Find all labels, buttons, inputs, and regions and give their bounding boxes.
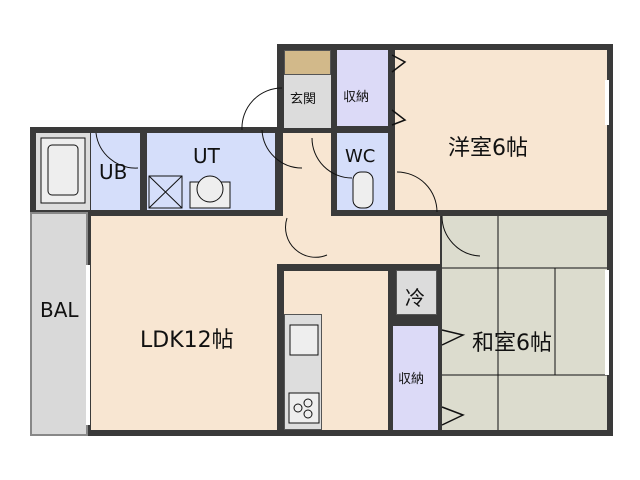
hallway [283,133,331,218]
label-fridge: 冷 [405,286,425,310]
label-storage-lower: 収納 [398,372,425,387]
ub-room [91,133,140,210]
label-entrance: 玄関 [290,92,317,107]
label-ut: UT [193,144,220,168]
label-western: 洋室6帖 [448,136,528,161]
sliding-doors [391,54,466,426]
shoe-box [284,50,331,75]
label-japanese: 和室6帖 [472,331,552,356]
storage-upper [337,50,388,126]
label-ub: UB [99,160,128,184]
windows [86,80,609,425]
door-swings [95,87,481,258]
japanese-room [442,216,607,430]
fridge-space [396,270,437,315]
toilet-icon [352,171,374,209]
washer-pan-icon [148,175,183,209]
label-storage-upper: 収納 [343,90,370,105]
label-wc: WC [345,146,376,167]
label-balcony: BAL [40,298,79,322]
storage-lower [393,326,438,430]
western-room [395,50,607,210]
entrance [284,75,331,128]
tatami-lines [442,216,607,430]
ldk-main [91,216,277,430]
label-ldk: LDK12帖 [140,328,234,353]
sink-icon [289,324,319,356]
